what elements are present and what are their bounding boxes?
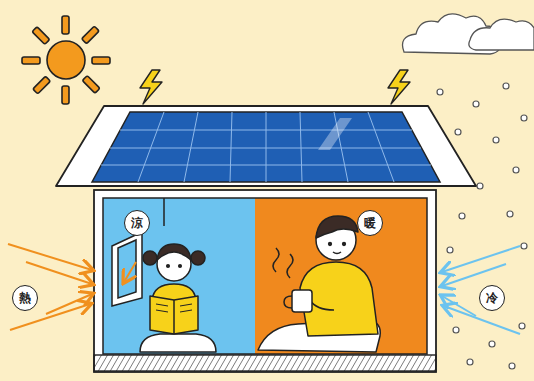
cold-arrows: [442, 246, 520, 334]
house-body: [94, 190, 436, 372]
heat-label: 熱: [12, 285, 38, 311]
snow: [437, 83, 527, 369]
window: [112, 232, 142, 306]
cool-room-label: 涼: [124, 210, 150, 236]
sun: [22, 16, 110, 104]
warm-room-label: 暖: [357, 210, 383, 236]
cold-label: 冷: [479, 285, 505, 311]
lightning: [140, 70, 410, 104]
kanji-label: 冷: [486, 292, 498, 304]
kanji-label: 暖: [364, 217, 376, 229]
girl: [140, 244, 216, 352]
clouds: [403, 14, 534, 54]
roof: [56, 106, 476, 186]
kanji-label: 熱: [19, 292, 31, 304]
kanji-label: 涼: [131, 217, 143, 229]
heat-arrows: [8, 244, 136, 330]
solar-panel: [92, 112, 440, 182]
man: [258, 216, 380, 352]
lamp-cord: [163, 198, 165, 226]
